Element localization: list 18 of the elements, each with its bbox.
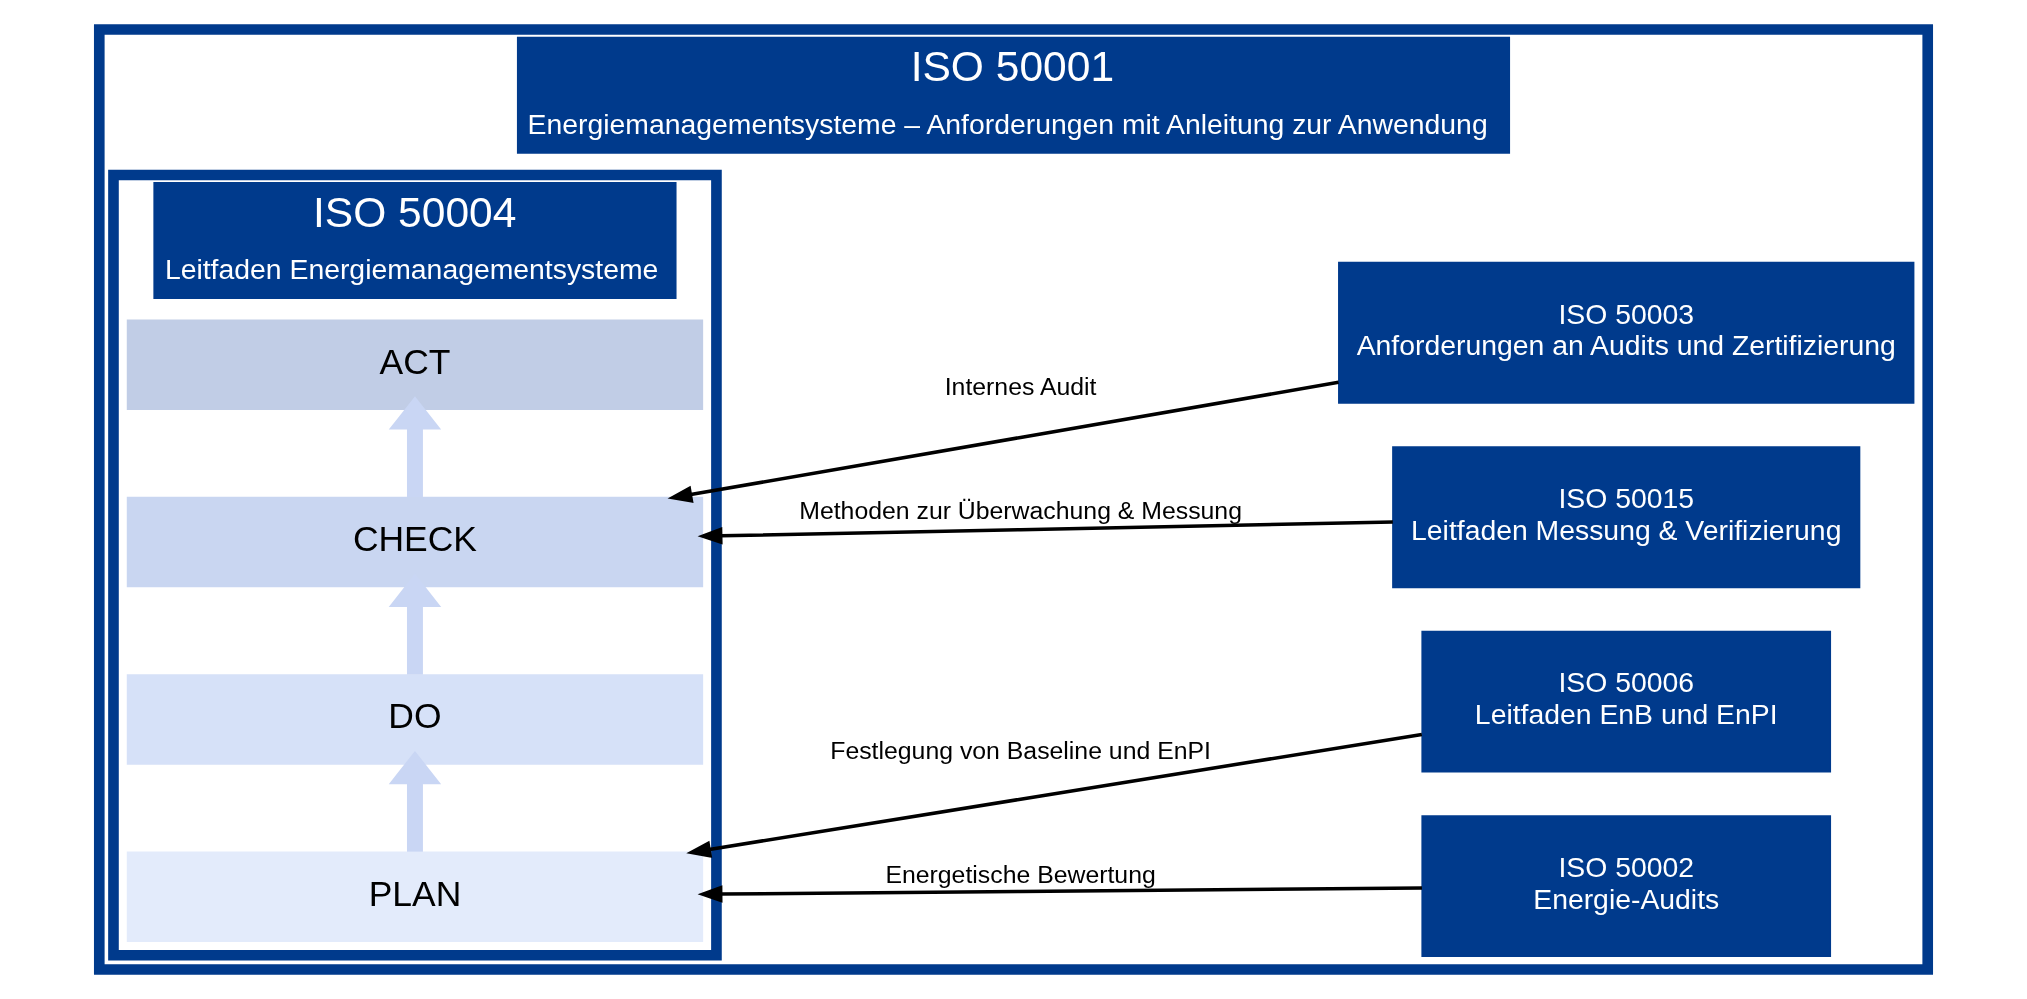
node-box: CHECK	[126, 496, 704, 588]
arrow	[697, 520, 1393, 545]
edge-label: Internes Audit	[944, 373, 1097, 401]
arrow	[697, 885, 1422, 903]
arrow	[388, 750, 442, 852]
edge-label: Festlegung von Baseline und EnPI	[830, 736, 1211, 764]
edge-label: Methoden zur Überwachung & Messung	[799, 497, 1242, 525]
node-box: PLAN	[126, 851, 704, 942]
arrow	[686, 732, 1423, 858]
node-box: ISO 50003 Anforderungen an Audits und Zertifizierung	[1338, 261, 1915, 404]
node-box: ISO 50002 Energie-Audits	[1421, 815, 1832, 958]
node-box: ACT	[126, 319, 704, 410]
arrow	[388, 396, 442, 498]
arrow	[667, 380, 1339, 503]
edge-label: Energetische Bewertung	[885, 860, 1156, 888]
node-box: ISO 50015 Leitfaden Messung & Verifizierung	[1392, 446, 1861, 589]
node-box: ISO 50006 Leitfaden EnB und EnPI	[1421, 630, 1832, 773]
node-box: DO	[126, 674, 704, 765]
